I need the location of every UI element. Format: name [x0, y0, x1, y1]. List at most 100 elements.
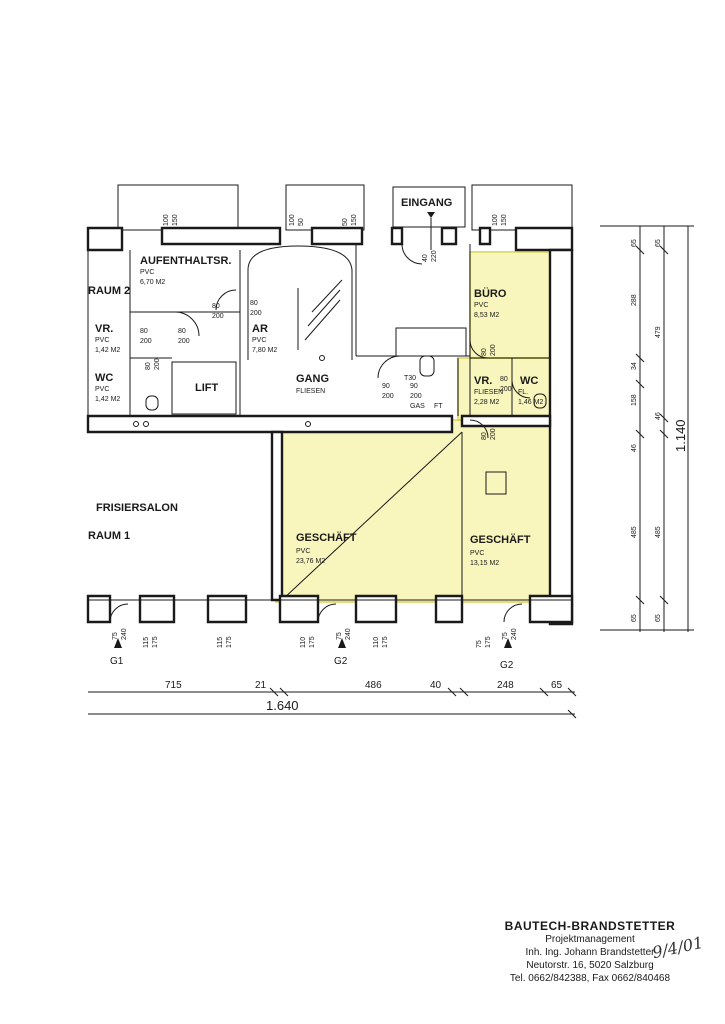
section-label: G1	[110, 656, 124, 667]
dim-text: 100	[492, 214, 499, 226]
dim-total: 1.140	[673, 419, 688, 452]
dim-text: 288	[631, 294, 638, 306]
toilet-icon	[145, 395, 159, 411]
dim-text: 21	[255, 680, 267, 691]
section-label: G2	[334, 656, 348, 667]
dim-text: 200	[250, 310, 262, 317]
dim-text: 175	[382, 636, 389, 648]
dim-text: 75	[476, 640, 483, 648]
room-lift: LIFT	[195, 382, 218, 394]
diagonal-line	[281, 431, 463, 601]
dim-text: 200	[212, 313, 224, 320]
entrance-label: EINGANG	[401, 197, 452, 209]
dim-text: 150	[172, 214, 179, 226]
room-name: GESCHÄFT	[296, 531, 357, 544]
door-swing	[469, 419, 489, 439]
company-line: Neutorstr. 16, 5020 Salzburg	[526, 960, 654, 971]
dim-text: 80	[250, 300, 258, 307]
dim-text: 175	[226, 636, 233, 648]
dim-text: 80	[212, 303, 220, 310]
dim-text: 175	[485, 636, 492, 648]
window-swing	[317, 603, 337, 623]
dim-text: 80	[481, 348, 488, 356]
dim-text: 150	[351, 214, 358, 226]
room-area: 8,53 M2	[474, 312, 499, 319]
toilet-icon	[533, 393, 547, 409]
wall-segment	[206, 594, 248, 624]
room-ar: AR PVC 7,80 M2	[252, 323, 277, 354]
section-marker-icon	[504, 638, 512, 648]
company-line: Projektmanagement	[545, 934, 635, 945]
dim-text: 34	[631, 362, 638, 370]
dimension-vertical: 65 288 34 158 46 485 65 65 479 46 485 65…	[600, 225, 694, 632]
wall-right	[548, 248, 574, 626]
room-area: 1,46 M2	[518, 399, 543, 406]
dim-text: 240	[345, 628, 352, 640]
room-raum1: RAUM 1	[88, 530, 130, 542]
stair-landing	[395, 327, 467, 357]
highlight-vr-wc	[457, 357, 551, 421]
room-name: WC	[520, 375, 538, 387]
wall-segment	[528, 594, 574, 624]
dim-text: 485	[631, 526, 638, 538]
stair-outline	[247, 245, 353, 360]
room-gang: GANG FLIESEN	[296, 373, 329, 395]
dim-text: 115	[143, 637, 150, 648]
bottom-markers: G1 G2 G2 75 240 115 175 115 175 110 175 …	[110, 628, 518, 671]
dim-text: 80	[145, 362, 152, 370]
dim-text: 175	[309, 636, 316, 648]
window-swing	[503, 603, 523, 623]
wall-segment	[86, 226, 124, 252]
drain-icon	[143, 421, 149, 427]
dim-text: 65	[631, 614, 638, 622]
door-swing	[401, 243, 423, 265]
room-wc-left: WC PVC 1,42 M2	[95, 372, 120, 403]
dim-text: 485	[655, 526, 662, 538]
room-name: VR.	[474, 375, 492, 387]
dim-text: 479	[655, 326, 662, 338]
wall-segment	[434, 594, 464, 624]
stair-treads	[304, 279, 343, 341]
dim-text: 175	[152, 636, 159, 648]
drain-icon	[133, 421, 139, 427]
dim-total: 1.640	[266, 698, 299, 713]
company-line: Inh. Ing. Johann Brandstetter	[525, 947, 655, 958]
dim-text: 40	[430, 680, 442, 691]
dim-text: FT	[434, 403, 443, 410]
dim-text: 150	[501, 214, 508, 226]
dim-text: 46	[655, 412, 662, 420]
wall-middle	[86, 414, 454, 434]
room-frisiersalon: FRISIERSALON	[96, 502, 178, 514]
drain-icon	[305, 421, 311, 427]
dim-text: 200	[178, 338, 190, 345]
room-name: GESCHÄFT	[470, 533, 531, 546]
dim-text: 240	[121, 628, 128, 640]
wall-segment	[310, 226, 364, 246]
dim-text: 200	[154, 358, 161, 370]
dim-text: T30	[404, 375, 416, 382]
door-swing	[377, 355, 401, 379]
dim-text: 100	[163, 214, 170, 226]
wall-segment	[390, 226, 404, 246]
room-name: BÜRO	[474, 287, 507, 300]
dim-text: 158	[631, 394, 638, 406]
highlight-geschaeft	[275, 419, 551, 603]
room-floor: PVC	[252, 337, 266, 344]
dim-text: 80	[140, 328, 148, 335]
lift-shaft	[171, 361, 237, 415]
wall-segment	[160, 226, 282, 246]
wall-segment	[354, 594, 398, 624]
dim-text: 715	[165, 680, 182, 691]
dim-text: 65	[655, 614, 662, 622]
dim-text: 75	[502, 632, 509, 640]
dim-text: 200	[140, 338, 152, 345]
dim-text: 90	[382, 383, 390, 390]
room-area: 1,42 M2	[95, 347, 120, 354]
room-floor: PVC	[474, 302, 488, 309]
drain-icon	[319, 355, 325, 361]
dim-text: 110	[373, 637, 380, 648]
dim-text: 248	[497, 680, 514, 691]
highlight-buero	[469, 251, 551, 359]
section-marker-icon	[338, 638, 346, 648]
wall-shop-left	[270, 430, 284, 602]
